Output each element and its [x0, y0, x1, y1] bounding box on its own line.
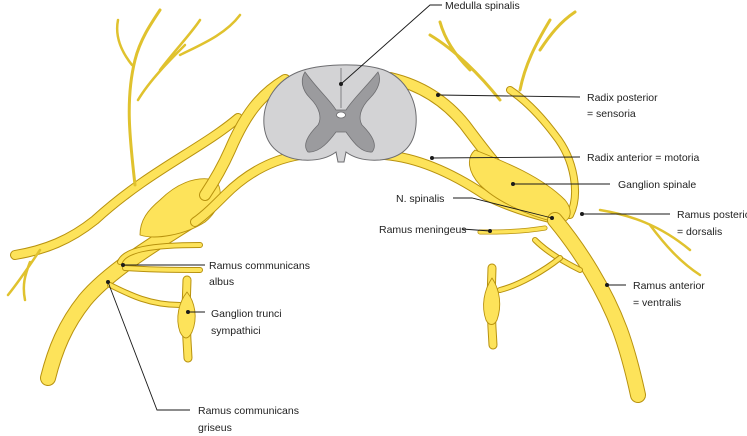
- label-ganglion-spinale: Ganglion spinale: [618, 179, 696, 191]
- left-anterior-root: [191, 151, 304, 226]
- label-ramus-anterior-line1: Ramus anterior: [633, 280, 705, 292]
- leader-dot-n-spinalis: [550, 216, 554, 220]
- left-ramus-albus: [118, 243, 202, 264]
- label-radix-posterior-line1: Radix posterior: [587, 92, 658, 104]
- leader-radix-anterior: [431, 156, 581, 159]
- left-nerves: [6, 8, 305, 386]
- leader-dot-radix-anterior: [430, 156, 434, 160]
- leader-dot-ramus-meningeus: [488, 229, 492, 233]
- label-ramus-meningeus: Ramus meningeus: [379, 224, 467, 236]
- leader-medulla-spinalis: [340, 4, 442, 85]
- right-nerves: [380, 10, 702, 403]
- leader-dot-radix-posterior: [436, 93, 440, 97]
- right-ramus-comm-1: [533, 238, 582, 272]
- leader-dot-ganglion-spinale: [511, 182, 515, 186]
- label-medulla-spinalis: Medulla spinalis: [445, 0, 520, 12]
- right-ventral-ramus: [548, 213, 645, 402]
- right-twig-2: [598, 208, 702, 277]
- leader-radix-posterior: [437, 94, 581, 98]
- label-radix-anterior: Radix anterior = motoria: [587, 152, 700, 164]
- leader-lines: [106, 4, 670, 411]
- left-twig-1: [127, 8, 162, 187]
- central-canal: [336, 111, 346, 119]
- label-ramus-griseus-line2: griseus: [198, 422, 232, 434]
- label-ramus-posterior-line2: = dorsalis: [677, 226, 722, 238]
- leader-dot-ganglion-trunci: [186, 310, 190, 314]
- leader-n-spinalis: [453, 197, 553, 219]
- label-ganglion-trunci-line2: sympathici: [211, 325, 261, 337]
- label-ganglion-trunci-line1: Ganglion trunci: [211, 308, 282, 320]
- label-ramus-albus-line1: Ramus communicans: [209, 260, 310, 272]
- left-twig-2: [136, 13, 242, 102]
- label-ramus-albus-line2: albus: [209, 276, 234, 288]
- label-ramus-anterior-line2: = ventralis: [633, 297, 681, 309]
- right-ramus-comm-2: [498, 256, 562, 292]
- label-ramus-posterior-line1: Ramus posterior: [677, 209, 747, 221]
- leader-ramus-griseus: [107, 281, 190, 411]
- label-radix-posterior-line2: = sensoria: [587, 108, 636, 120]
- left-twig-4: [6, 248, 42, 302]
- spinal-cord: [263, 64, 417, 163]
- leader-dot-ramus-griseus: [106, 280, 110, 284]
- leader-dot-medulla-spinalis: [339, 82, 343, 86]
- labels: Medulla spinalis Radix posterior = senso…: [198, 0, 747, 434]
- left-ramus-link: [123, 266, 202, 272]
- leader-dot-ramus-albus: [121, 263, 125, 267]
- left-posterior-root: [200, 75, 290, 200]
- leader-dot-ramus-posterior: [580, 212, 584, 216]
- right-dorsal-ramus: [507, 87, 578, 218]
- leader-ramus-meningeus: [461, 228, 491, 232]
- right-ganglion-trunci: [483, 277, 501, 325]
- left-ramus-griseus: [108, 283, 182, 307]
- left-ganglion-trunci: [177, 291, 196, 339]
- right-ramus-meningeus: [478, 226, 547, 234]
- leader-dot-ramus-anterior: [605, 283, 609, 287]
- label-n-spinalis: N. spinalis: [396, 193, 444, 205]
- left-dorsal-branch-fill: [11, 114, 242, 259]
- label-ramus-griseus-line1: Ramus communicans: [198, 405, 299, 417]
- left-twig-3: [115, 18, 134, 67]
- right-twig-1: [428, 10, 577, 102]
